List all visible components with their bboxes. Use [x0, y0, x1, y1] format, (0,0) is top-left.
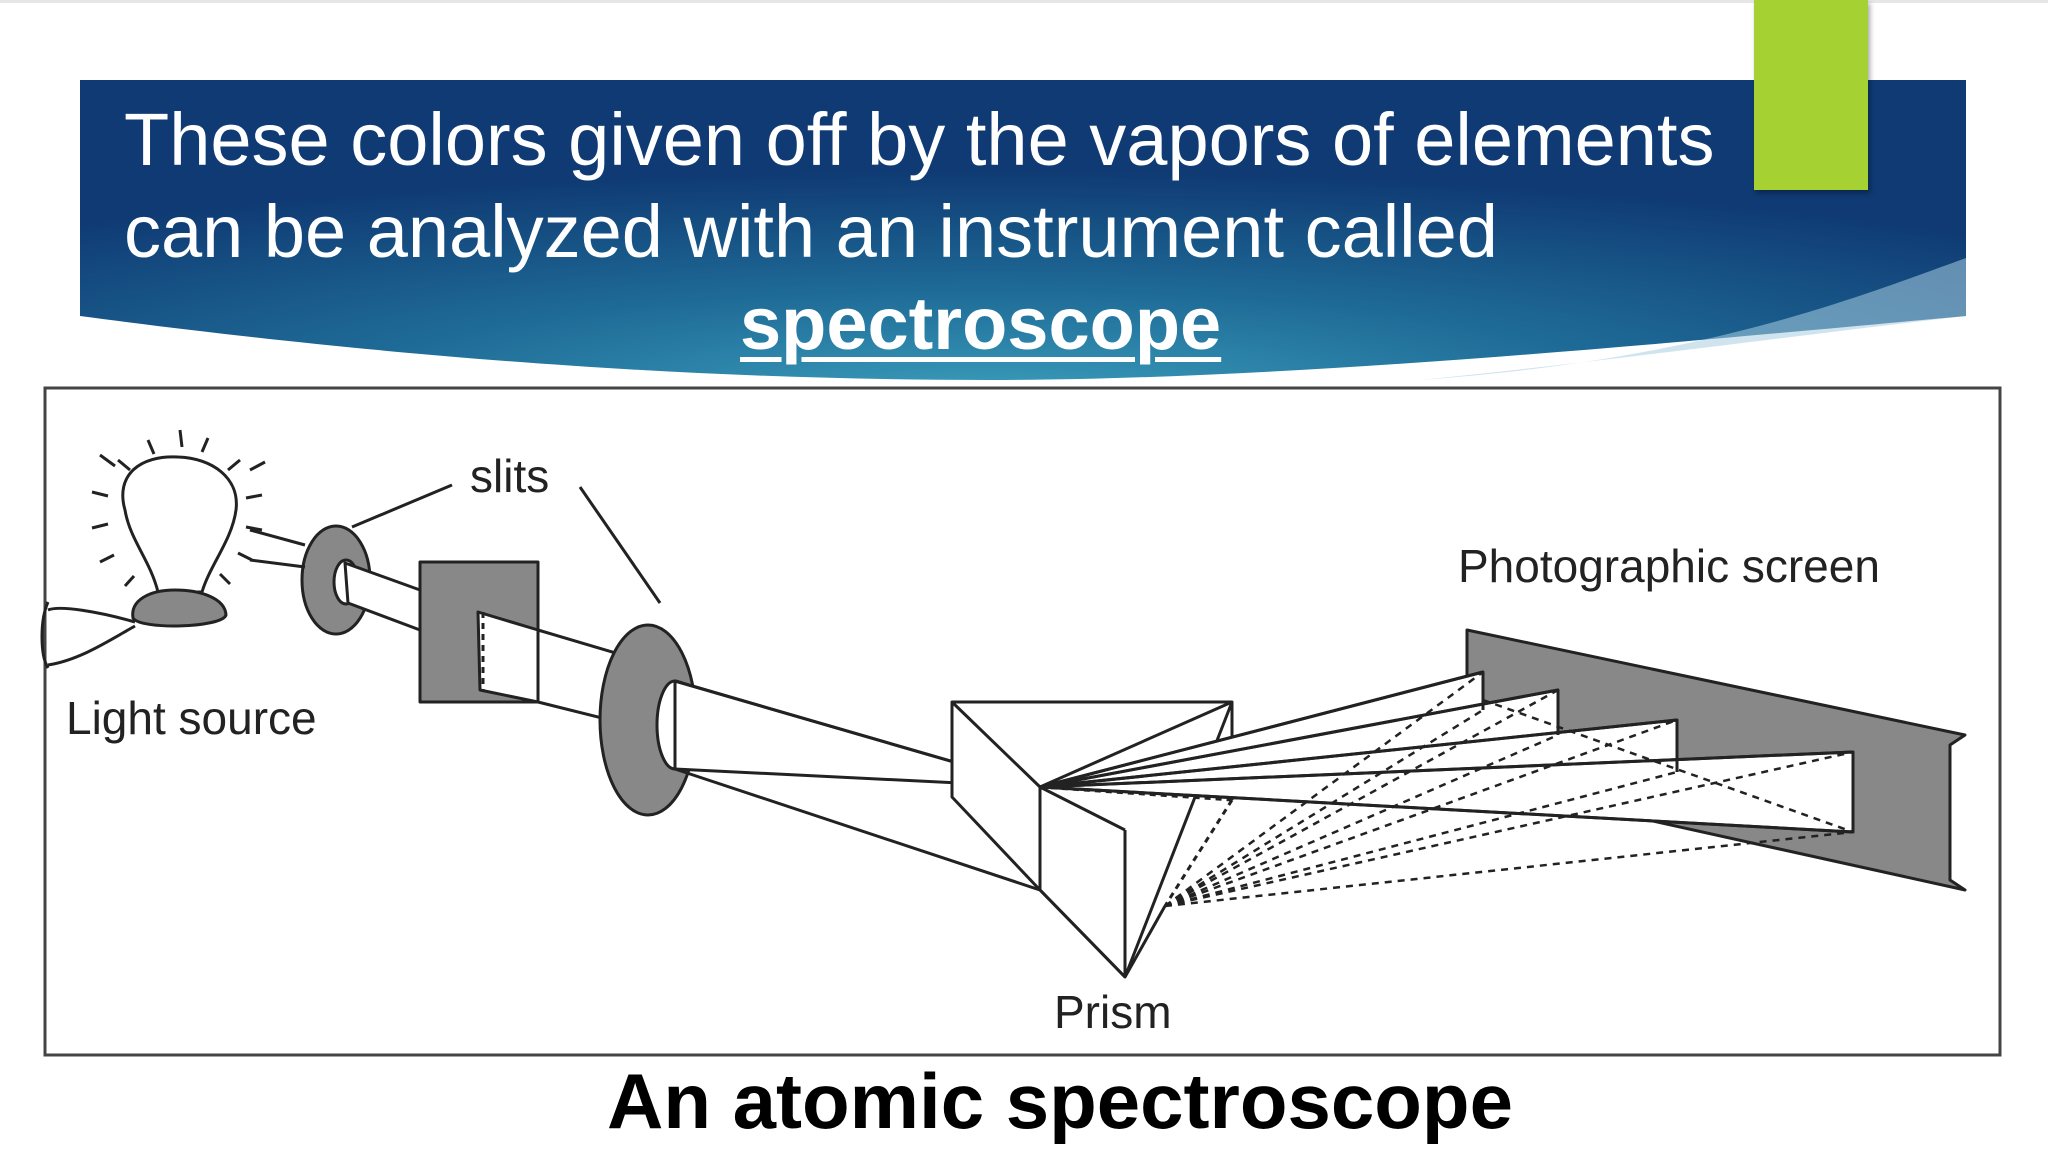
label-slits: slits [470, 450, 549, 502]
label-prism: Prism [1054, 986, 1172, 1038]
figure-caption: An atomic spectroscope [607, 1057, 1513, 1145]
slide-title: These colors given off by the vapors of … [124, 94, 1824, 278]
light-bulb-icon [40, 429, 266, 669]
accent-bar [1754, 0, 1868, 190]
top-border [0, 0, 2048, 3]
title-line-1: These colors given off by the vapors of … [124, 98, 1715, 181]
label-photographic-screen: Photographic screen [1458, 540, 1880, 592]
title-banner [80, 80, 1966, 380]
label-light-source: Light source [66, 692, 317, 744]
title-line-2: can be analyzed with an instrument calle… [124, 190, 1498, 273]
title-keyword: spectroscope [740, 282, 1222, 365]
